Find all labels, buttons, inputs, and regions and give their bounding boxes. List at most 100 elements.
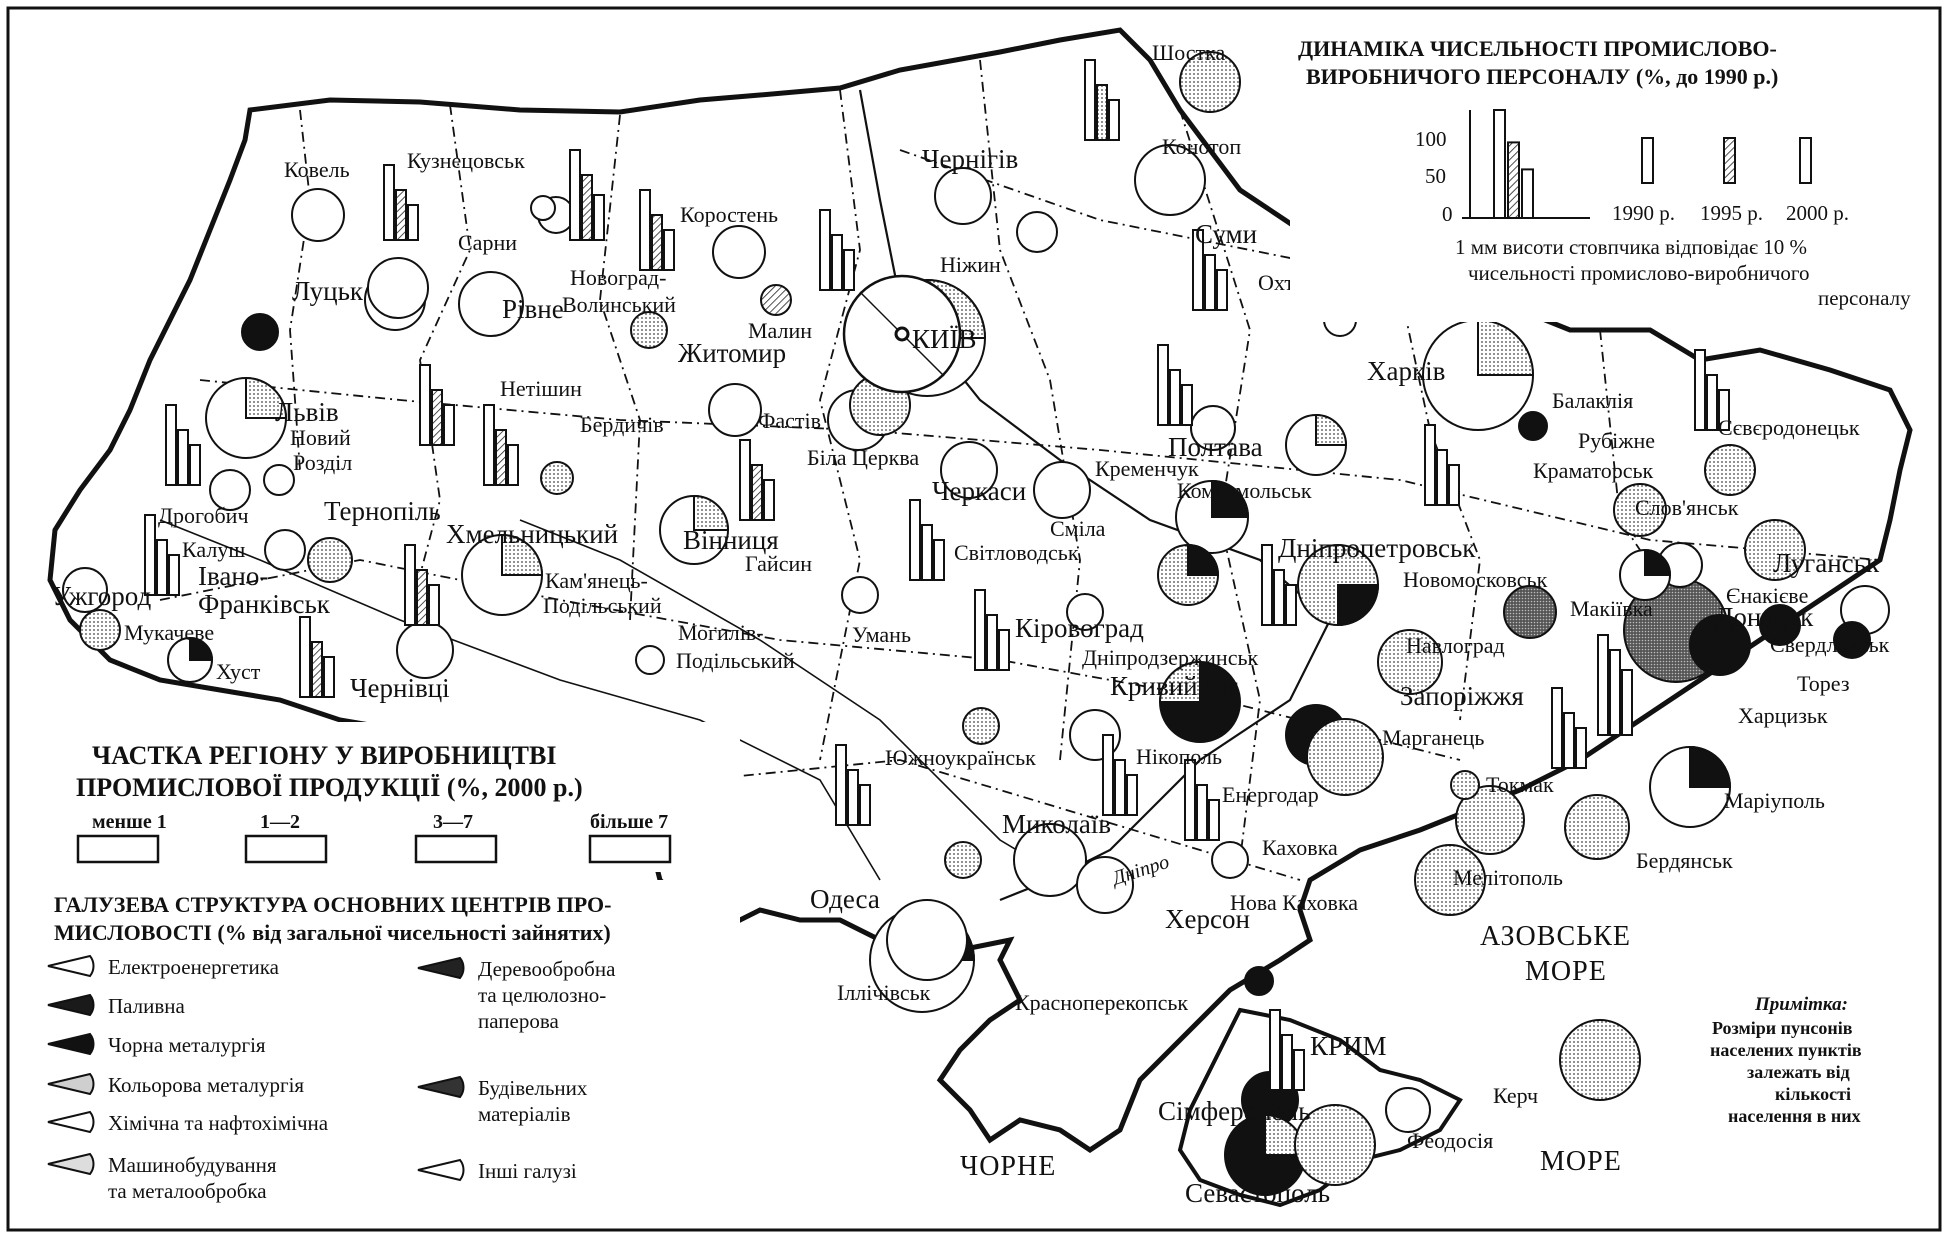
city-label-чернігів-2: Чернігів [922,144,1018,174]
structure-swatch-електроенергетика [47,954,95,978]
city-label-харків-17: Харків [1367,356,1445,386]
city-label-шостка-0: Шостка [1152,40,1225,65]
city-label-бердичів-22: Бердичів [580,412,664,437]
share-class-4: більше 7 [590,811,668,833]
dynamics-legend: ДИНАМІКА ЧИСЕЛЬНОСТІ ПРОМИСЛОВО- ВИРОБНИ… [1290,22,1930,322]
sea-black-right: МОРЕ [1540,1146,1622,1177]
share-title-1: ЧАСТКА РЕГІОНУ У ВИРОБНИЦТВІ [92,741,556,770]
footnote-line-3: кількості [1775,1084,1851,1104]
structure-label-кольорова-металургія: Кольорова металургія [108,1073,304,1097]
share-legend: ЧАСТКА РЕГІОНУ У ВИРОБНИЦТВІ ПРОМИСЛОВОЇ… [60,722,740,872]
structure-title-1: ГАЛУЗЕВА СТРУКТУРА ОСНОВНИХ ЦЕНТРІВ ПРО- [54,892,611,917]
dynamics-example-bars [1493,109,1534,219]
footnote-line-2: залежать від [1747,1062,1850,1082]
year-swatch-2000 [1799,137,1812,184]
sea-azov-line1: АЗОВСЬКЕ [1480,921,1631,952]
share-swatch-4 [588,834,672,864]
structure-swatch-чорна-металургія [47,1032,95,1056]
city-label-дніпропетровськ-40: Дніпропетровськ [1278,533,1476,563]
city-label-сміла-34: Сміла [1050,516,1106,541]
dynamics-title-2: ВИРОБНИЧОГО ПЕРСОНАЛУ (%, до 1990 р.) [1306,64,1778,89]
city-label-новий-20: Новий [290,425,351,450]
city-label-луганськ-41: Луганськ [1773,548,1880,578]
city-label-южноукраїнськ-67: Южноукраїнськ [885,745,1036,770]
structure-swatch-кольорова-металургія [47,1072,95,1096]
dynamics-title-1: ДИНАМІКА ЧИСЕЛЬНОСТІ ПРОМИСЛОВО- [1298,36,1777,61]
city-label-новомосковськ-47: Новомосковськ [1403,567,1548,592]
share-title-2: ПРОМИСЛОВОЇ ПРОДУКЦІЇ (%, 2000 р.) [76,773,583,802]
city-label-балаклія-18: Балаклія [1552,388,1633,413]
city-label-токмак-70: Токмак [1486,772,1554,797]
map-bar-groups [144,59,1730,1091]
city-label-торез-62: Торез [1797,671,1850,696]
city-label-рівне-13: Рівне [502,294,564,324]
structure-label-будівельних: Будівельних [478,1076,588,1100]
city-label-вінниця-38: Вінниця [683,525,779,555]
share-class-1: менше 1 [92,811,167,833]
city-label-феодосія-83: Феодосія [1407,1128,1493,1153]
share-class-2: 1—2 [260,811,300,833]
city-label-умань-51: Умань [852,622,911,647]
city-label-фастів-23: Фастів [758,408,821,433]
dynamics-tick-0: 0 [1442,202,1453,226]
city-label-мукачеве-50: Мукачеве [124,620,214,645]
city-label-бердянськ-75: Бердянськ [1636,848,1733,873]
city-label-франківськ-43: Франківськ [198,589,331,619]
city-label-слов-янськ-35: Слов'янськ [1635,495,1739,520]
structure-swatch-деревообробна [417,956,465,980]
city-label-нова-каховка-78: Нова Каховка [1230,890,1358,915]
city-label-харцизьк-65: Харцизьк [1738,703,1828,728]
city-label-донецьк-54: Донецьк [1715,602,1814,632]
city-label-макіївка-53: Макіївка [1570,596,1653,621]
city-label-єнакієве-48: Єнакієве [1726,583,1808,608]
city-label-сімферополь-82: Сімферополь [1158,1096,1310,1126]
structure-swatch-інші-галузі [417,1158,465,1182]
dynamics-tick-50: 50 [1425,164,1446,188]
city-label-кузнецовськ-7: Кузнецовськ [407,148,525,173]
footnote-line-1: населених пунктів [1710,1040,1862,1060]
city-label-маріуполь-71: Маріуполь [1724,788,1825,813]
structure-swatch-паливна [47,993,95,1017]
dynamics-note-3: персоналу [1818,286,1911,310]
structure-label-машинобудування: Машинобудування [108,1153,277,1177]
city-label-свердловськ-55: Свердловськ [1770,632,1890,657]
city-label-миколаїв-72: Миколаїв [1002,809,1111,839]
southern-bug-river [519,519,1051,871]
structure-label-електроенергетика: Електроенергетика [108,955,280,979]
footnote-line-4: населення в них [1728,1106,1861,1126]
city-label-конотоп-1: Конотоп [1162,134,1241,159]
city-label-черкаси-30: Черкаси [932,476,1026,506]
city-label-запоріжжя-64: Запоріжжя [1400,681,1524,711]
city-label-чернівці-60: Чернівці [350,673,450,703]
city-label-навлоград-58: Навлоград [1406,633,1505,658]
city-label-коростень-9: Коростень [680,202,778,227]
city-label-кіровоград-52: Кіровоград [1015,613,1144,643]
city-label-хмельницький-37: Хмельницький [446,519,618,549]
city-labels: ШосткаКонотопЧернігівНіжинСумиОхтиркаКов… [52,40,1890,1208]
year-swatch-1990 [1641,137,1654,184]
dynamics-example-bar-1 [1507,141,1520,219]
city-label-мелітополь-74: Мелітополь [1453,865,1563,890]
structure-label-паливна: Паливна [108,994,186,1018]
footnote-heading: Примітка: [1754,994,1848,1015]
city-label-каховка-73: Каховка [1262,835,1338,860]
city-label-світловодськ-39: Світловодськ [954,540,1079,565]
year-label-1990: 1990 р. [1612,201,1675,225]
city-label-новоград-11: Новоград- [570,265,666,290]
region-label-crimea: КРИМ [1310,1031,1387,1061]
share-swatch-2 [244,834,328,864]
structure-label-паперова: паперова [478,1009,559,1033]
city-label-дрогобич-32: Дрогобич [158,503,249,528]
city-label-калуш-36: Калуш [182,537,245,562]
city-label-дніпродзержинськ-61: Дніпродзержинськ [1082,645,1258,670]
city-label-краматорськ-29: Краматорськ [1533,458,1654,483]
city-label-марганець-66: Марганець [1382,725,1484,750]
city-label-кривий-ріг-63: Кривий Ріг [1110,671,1238,701]
capital-label: КИЇВ [912,324,977,354]
city-label-севастополь-84: Севастополь [1185,1178,1330,1208]
structure-label-та-целюлозно: та целюлозно- [478,983,606,1007]
